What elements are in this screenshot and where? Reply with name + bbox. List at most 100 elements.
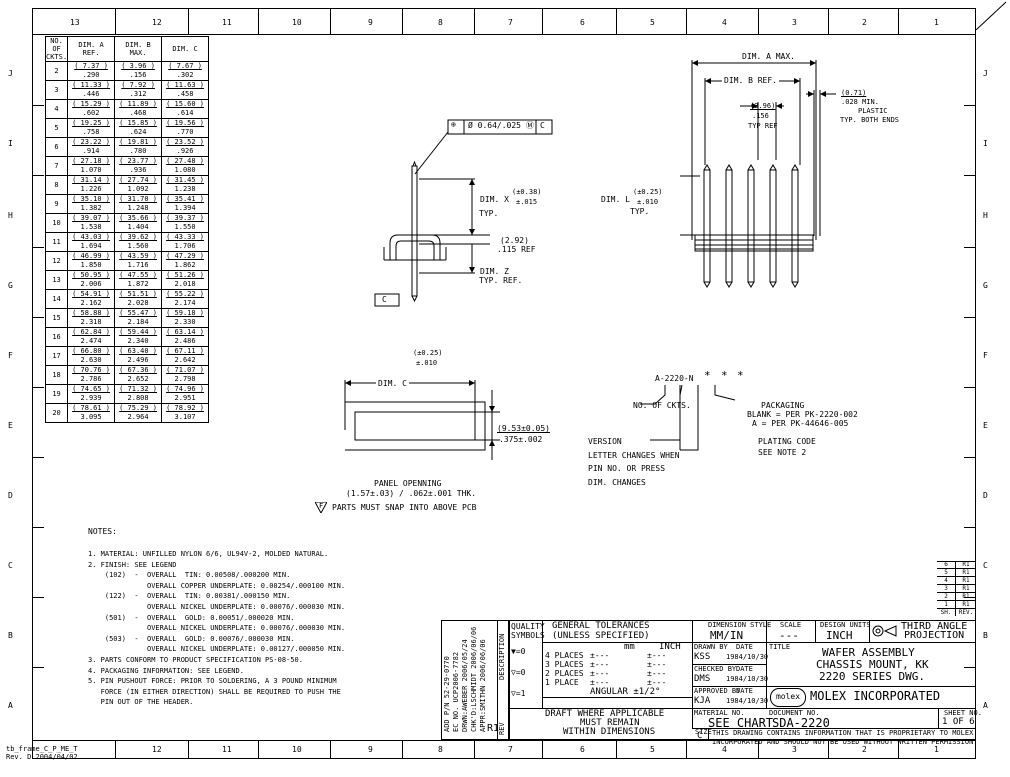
zone-bottom-4: 4 xyxy=(722,745,727,754)
tb-v5 xyxy=(869,620,870,642)
panel-label: PANEL OPENNING xyxy=(374,479,442,488)
zone-tick-top xyxy=(616,8,617,34)
gt-inch: ±--- xyxy=(647,669,667,678)
qsym-triangle-3: ▽=1 xyxy=(511,689,526,698)
table-row: 19( 74.65 )( 71.32 )( 74.96 ) xyxy=(44,384,210,404)
dim-c-mm: ( 27.48 ) xyxy=(161,156,210,166)
dim-style-label: DIMENSION STYLE xyxy=(708,621,772,629)
zone-right-J: J xyxy=(983,69,988,78)
revision-block xyxy=(441,620,509,740)
snap-note: PARTS MUST SNAP INTO ABOVE PCB xyxy=(332,503,477,512)
zone-top-5: 5 xyxy=(650,18,655,27)
qsym-1: =0 xyxy=(515,668,526,677)
zone-bottom-7: 7 xyxy=(508,745,513,754)
note-line: PIN OUT OF THE HEADER. xyxy=(88,698,194,707)
dim-b-mm: ( 63.40 ) xyxy=(114,346,163,356)
panel-dim-c: DIM. C xyxy=(376,379,409,388)
dim-b-mm: ( 27.74 ) xyxy=(114,175,163,185)
dim-c-in: 2.798 xyxy=(161,375,210,385)
zone-left-C: C xyxy=(8,561,13,570)
document-label: DOCUMENT NO. xyxy=(769,709,820,717)
zone-tick-side xyxy=(32,247,44,248)
dim-l-typ: TYP. xyxy=(630,207,650,216)
dim-b-mm: ( 47.55 ) xyxy=(114,270,163,280)
zone-tick-top xyxy=(828,8,829,34)
pin xyxy=(769,169,777,283)
dim-b-mm: ( 19.81 ) xyxy=(114,137,163,147)
drawing-border xyxy=(32,8,976,759)
zone-bottom-8: 8 xyxy=(438,745,443,754)
projection-line1: THIRD ANGLE xyxy=(901,621,968,632)
zone-tick-top xyxy=(542,8,543,34)
zone-right-F: F xyxy=(983,351,988,360)
zone-right-D: D xyxy=(983,491,988,500)
dim-b-in: 1.248 xyxy=(114,204,163,214)
drawn-by-label: DRAWN BY xyxy=(694,643,728,651)
ckts-cell: 11 xyxy=(44,232,69,252)
zone-top-4: 4 xyxy=(722,18,727,27)
ckts-cell: 7 xyxy=(44,156,69,176)
dim-a-in: 1.070 xyxy=(67,166,116,176)
top-zone-line xyxy=(32,34,976,35)
zone-right-H: H xyxy=(983,211,988,220)
dim-a-mm: ( 70.76 ) xyxy=(67,365,116,375)
table-row: 20( 78.61 )( 75.29 )( 78.92 ) xyxy=(44,403,210,423)
table-row: .290.156.302 xyxy=(46,71,210,81)
rev-sheet: 5 xyxy=(937,569,956,576)
drawn-by-value: KSS xyxy=(694,652,711,662)
ckts-cell: 9 xyxy=(44,194,69,214)
ckts-cell: 15 xyxy=(44,308,69,328)
checked-date: 1984/10/30 xyxy=(726,675,769,683)
dim-b-in: 2.340 xyxy=(114,337,163,347)
dim-a-mm: ( 43.03 ) xyxy=(67,232,116,242)
dim-c-in: .614 xyxy=(161,109,210,119)
dim-b-in: 1.872 xyxy=(114,280,163,290)
rev-sheet: 2 xyxy=(937,593,956,600)
zone-bottom-12: 12 xyxy=(152,745,162,754)
gt-unit-inch: INCH xyxy=(659,642,681,652)
table-row: 6( 23.22 )( 19.81 )( 23.52 ) xyxy=(44,137,210,157)
ref-396-typ: TYP REF xyxy=(748,122,778,130)
sheet-value: 1 OF 6 xyxy=(942,717,975,727)
pin-tip xyxy=(769,164,777,171)
ref-071-plastic: PLASTIC xyxy=(858,107,888,115)
dim-c-mm: ( 59.18 ) xyxy=(161,308,210,318)
dim-c-in: 1.080 xyxy=(161,166,210,176)
tb-size-v xyxy=(708,728,709,740)
zone-left-F: F xyxy=(8,351,13,360)
dim-c-in: 2.174 xyxy=(161,299,210,309)
dim-c-mm: ( 39.37 ) xyxy=(161,213,210,223)
ckts-cell: 8 xyxy=(44,175,69,195)
rev-block-line: EC NO. UCP2006-7782 xyxy=(452,651,460,732)
dim-a-mm: ( 27.18 ) xyxy=(67,156,116,166)
front-view-drawing xyxy=(680,60,836,288)
note-line: (501) - OVERALL GOLD: 0.00051/.000020 MI… xyxy=(88,613,295,622)
zone-bottom-11: 11 xyxy=(222,745,232,754)
zone-tick-bottom xyxy=(616,740,617,759)
part-number-leaders xyxy=(640,384,736,451)
dim-a-mm: ( 46.99 ) xyxy=(67,251,116,261)
packaging-label: PACKAGING xyxy=(761,401,805,410)
zone-tick-bottom xyxy=(828,740,829,759)
ckts-cell: 20 xyxy=(44,403,69,423)
dim-c-mm: ( 55.22 ) xyxy=(161,289,210,299)
zone-right-A: A xyxy=(983,701,988,710)
pin xyxy=(725,169,733,283)
note-line: 4. PACKAGING INFORMATION: SEE LEGEND. xyxy=(88,666,244,675)
tb-v6 xyxy=(938,708,939,728)
table-row: 10( 39.07 )( 35.66 )( 39.37 ) xyxy=(44,213,210,233)
notes-body: 1. MATERIAL: UNFILLED NYLON 6/6, UL94V-2… xyxy=(88,549,345,708)
zone-tick-bottom xyxy=(115,740,116,759)
rev-code: R1 xyxy=(962,577,970,584)
dim-b-mm: ( 3.96 ) xyxy=(114,61,163,71)
gt-places: 2 PLACES xyxy=(545,669,584,678)
tb-v4 xyxy=(815,620,816,642)
rev-code: R1 xyxy=(962,561,970,568)
zone-tick-bottom xyxy=(758,740,759,759)
dim-c-in: .458 xyxy=(161,90,210,100)
